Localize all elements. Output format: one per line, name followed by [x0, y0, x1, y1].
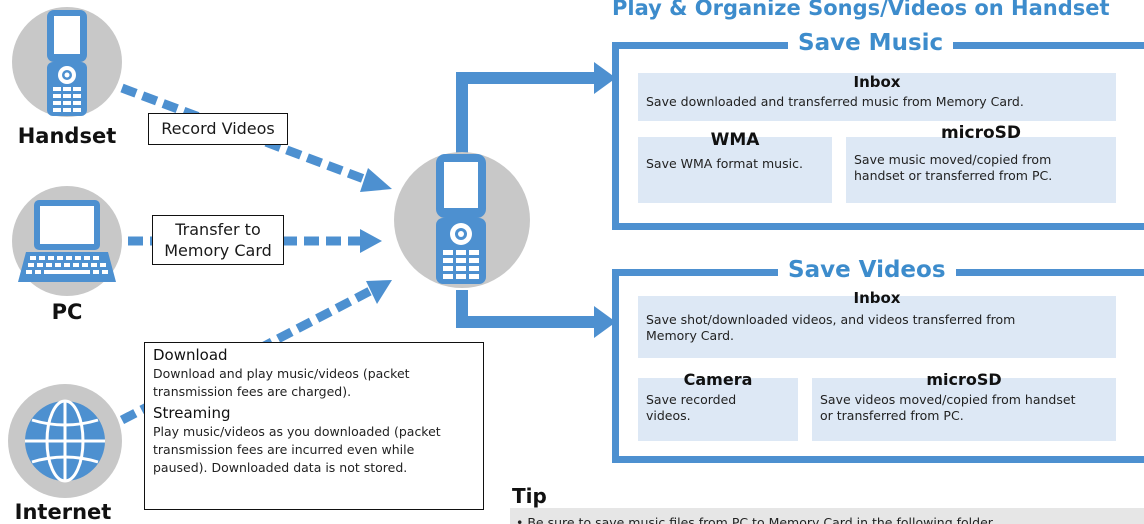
flip-phone-icon — [12, 7, 122, 117]
wma-title: WMA — [710, 130, 760, 150]
record-videos-text: Record Videos — [161, 119, 275, 138]
music-inbox-title: Inbox — [853, 73, 901, 91]
download-streaming-box: Download Download and play music/videos … — [144, 342, 484, 510]
transfer-label: Transfer to Memory Card — [152, 215, 284, 265]
music-inbox-text: Save downloaded and transferred music fr… — [646, 94, 1024, 109]
phone-hub-icon — [436, 154, 486, 284]
videos-camera-cell: Camera Save recorded videos. — [638, 371, 798, 441]
videos-inbox-title: Inbox — [853, 289, 901, 307]
videos-microsd-line-2: or transferred from PC. — [820, 408, 964, 423]
camera-line-1: Save recorded — [646, 392, 737, 407]
videos-inbox-line-2: Memory Card. — [646, 328, 735, 343]
videos-inbox-cell: Inbox Save shot/downloaded videos, and v… — [638, 290, 1116, 358]
tip-bar: • Be sure to save music files from PC to… — [510, 508, 1144, 524]
streaming-desc-line-3: paused). Downloaded data is not stored. — [153, 460, 408, 475]
save-videos-header: Save Videos — [778, 257, 956, 283]
transfer-line-1: Transfer to — [175, 220, 261, 239]
laptop-icon — [12, 186, 122, 296]
pc-arrowhead — [360, 229, 382, 253]
music-microsd-line-1: Save music moved/copied from — [854, 152, 1052, 167]
videos-inbox-line-1: Save shot/downloaded videos, and videos … — [646, 312, 1016, 327]
internet-arrowhead — [366, 280, 392, 304]
handset-arrowhead — [360, 168, 392, 192]
wma-text: Save WMA format music. — [646, 156, 803, 171]
camera-line-2: videos. — [646, 408, 691, 423]
globe-icon — [8, 384, 122, 498]
download-desc-line-1: Download and play music/videos (packet — [153, 366, 410, 381]
music-microsd-cell: microSD Save music moved/copied from han… — [846, 125, 1116, 203]
transfer-line-2: Memory Card — [164, 241, 272, 260]
videos-arrowhead — [594, 306, 616, 338]
videos-microsd-cell: microSD Save videos moved/copied from ha… — [812, 371, 1116, 441]
download-title: Download — [153, 346, 228, 364]
videos-microsd-title: microSD — [926, 370, 1002, 389]
record-videos-label: Record Videos — [148, 113, 288, 145]
music-arrowhead — [594, 62, 616, 94]
streaming-title: Streaming — [153, 404, 231, 422]
pc-label: PC — [51, 300, 83, 324]
handset-label: Handset — [17, 124, 117, 148]
download-desc-line-2: transmission fees are charged). — [153, 384, 352, 399]
hub-to-music-connector — [456, 72, 598, 155]
save-music-header: Save Music — [788, 30, 954, 56]
streaming-desc-line-1: Play music/videos as you downloaded (pac… — [153, 424, 441, 439]
music-inbox-cell: Inbox Save downloaded and transferred mu… — [638, 73, 1116, 121]
tip-title: Tip — [512, 484, 547, 508]
music-wma-cell: WMA Save WMA format music. — [638, 132, 832, 203]
internet-label: Internet — [14, 500, 112, 524]
hub-to-videos-connector — [456, 290, 598, 328]
page-title: Play & Organize Songs/Videos on Handset — [612, 0, 1110, 20]
videos-microsd-line-1: Save videos moved/copied from handset — [820, 392, 1076, 407]
camera-title: Camera — [683, 370, 753, 389]
music-microsd-title: microSD — [940, 123, 1022, 143]
tip-text: • Be sure to save music files from PC to… — [516, 515, 996, 524]
streaming-desc-line-2: transmission fees are incurred even whil… — [153, 442, 415, 457]
music-microsd-line-2: handset or transferred from PC. — [854, 168, 1053, 183]
